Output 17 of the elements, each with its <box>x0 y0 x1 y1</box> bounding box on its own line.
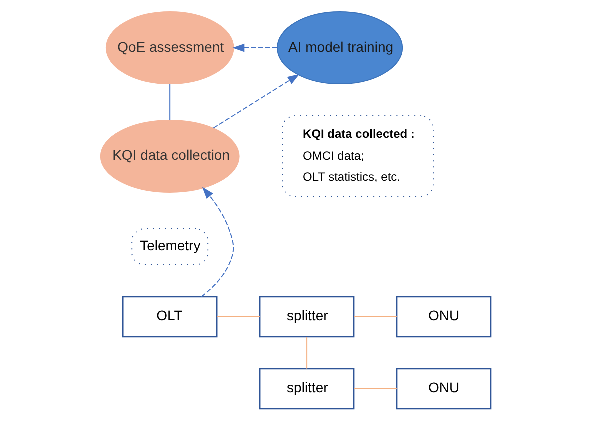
node-box: splitter <box>258 296 354 338</box>
node-box: KQI data collected : OMCI data; OLT statistics, etc. <box>282 116 434 198</box>
connector <box>306 336 308 370</box>
arrow <box>200 187 234 298</box>
connector <box>216 316 260 318</box>
node-box: ONU <box>396 368 492 410</box>
node-ellipse: KQI data collection <box>100 120 240 193</box>
node-box: ONU <box>396 296 492 338</box>
arrow <box>212 74 300 129</box>
node-box: splitter <box>258 368 354 410</box>
node-ellipse: QoE assessment <box>105 12 234 85</box>
connector <box>353 388 397 390</box>
connector <box>169 84 170 121</box>
node-box: OLT <box>122 296 218 338</box>
node-box: Telemetry <box>131 228 208 266</box>
arrow <box>232 44 278 52</box>
connector <box>353 316 397 318</box>
